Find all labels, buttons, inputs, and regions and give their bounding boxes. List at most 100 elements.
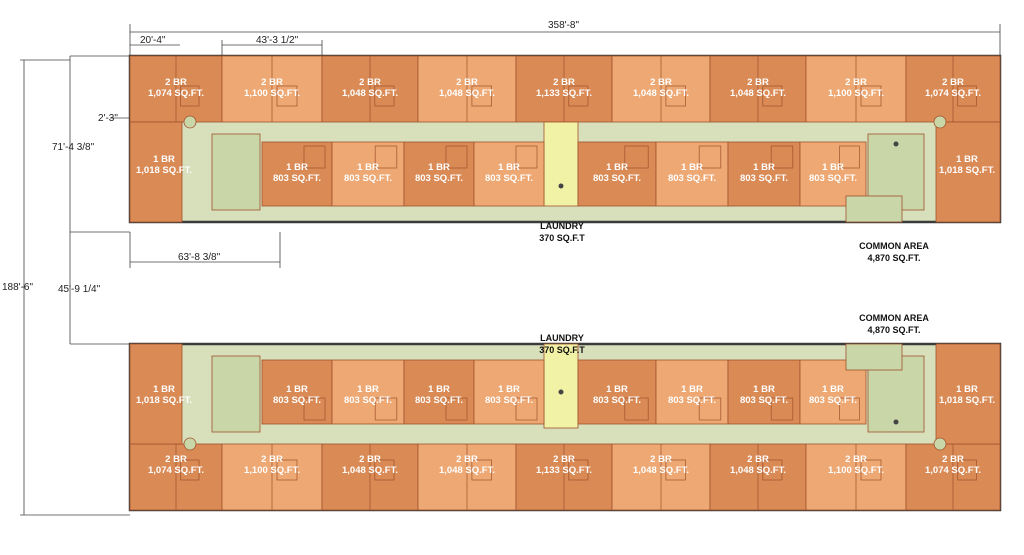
inner-unit-3-area: 803 SQ.FT. [485,395,533,406]
end-unit-left-area: 1,018 SQ.FT. [136,165,192,176]
inner-unit-2-type: 1 BR [428,384,450,395]
end-unit-left-type: 1 BR [153,154,175,165]
outer-unit-6-type: 2 BR [747,77,769,88]
outer-unit-5-area: 1,048 SQ.FT. [633,465,689,476]
inner-unit-6-area: 803 SQ.FT. [740,173,788,184]
outer-unit-3-area: 1,048 SQ.FT. [439,88,495,99]
inner-unit-7-type: 1 BR [822,162,844,173]
outer-unit-2-area: 1,048 SQ.FT. [342,88,398,99]
inner-unit-4-type: 1 BR [606,384,628,395]
outer-unit-0-type: 2 BR [165,454,187,465]
inner-unit-5-type: 1 BR [681,384,703,395]
inner-unit-4-area: 803 SQ.FT. [593,395,641,406]
outer-unit-3-type: 2 BR [456,454,478,465]
outer-unit-6-area: 1,048 SQ.FT. [730,88,786,99]
dim-wing-text: 63'-8 3/8" [178,252,221,263]
bath [276,459,298,481]
unit-1br [655,359,729,425]
bath [445,397,468,421]
outer-unit-5-area: 1,048 SQ.FT. [633,88,689,99]
outer-unit-8-type: 2 BR [942,77,964,88]
unit-1br [473,141,545,207]
bath [303,397,326,421]
stair-core [933,437,947,451]
dim-overall-depth-text: 188'-6" [2,282,33,293]
bath [471,85,492,107]
outer-unit-2-type: 2 BR [359,77,381,88]
outer-unit-1-type: 2 BR [261,454,283,465]
bath [374,459,395,481]
inner-unit-1-type: 1 BR [357,384,379,395]
inner-unit-7-area: 803 SQ.FT. [809,173,857,184]
bath [770,145,794,169]
outer-unit-0-area: 1,074 SQ.FT. [148,88,204,99]
bath [665,85,686,107]
bath [770,397,794,421]
unit-1br-end-left [129,121,183,223]
unit-1br [727,359,801,425]
inner-unit-0-type: 1 BR [286,162,308,173]
unit-1br [261,141,333,207]
bath [180,85,200,107]
inner-unit-6-type: 1 BR [753,162,775,173]
bath [839,145,860,169]
bath [515,397,538,421]
outer-unit-7-area: 1,100 SQ.FT. [828,465,884,476]
outer-unit-8-area: 1,074 SQ.FT. [925,465,981,476]
bath [665,459,686,481]
bath [624,397,649,421]
bath [515,145,538,169]
stair-lobby [845,195,903,223]
laundry-point [558,183,564,189]
inner-unit-3-type: 1 BR [498,162,520,173]
outer-unit-2-type: 2 BR [359,454,381,465]
outer-unit-5-type: 2 BR [650,454,672,465]
bath [957,459,977,481]
inner-unit-5-area: 803 SQ.FT. [668,173,716,184]
outer-unit-0-area: 1,074 SQ.FT. [148,465,204,476]
stair-core [183,115,197,129]
outer-unit-6-area: 1,048 SQ.FT. [730,465,786,476]
bath [568,85,589,107]
inner-unit-2-type: 1 BR [428,162,450,173]
outer-unit-1-area: 1,100 SQ.FT. [244,88,300,99]
laundry-room [543,343,579,429]
outer-unit-2-area: 1,048 SQ.FT. [342,465,398,476]
inner-unit-0-area: 803 SQ.FT. [273,395,321,406]
building-north: 2 BR1,074 SQ.FT.2 BR1,100 SQ.FT.2 BR1,04… [128,54,1002,224]
outer-unit-7-type: 2 BR [845,77,867,88]
dim-courtyard-text: 45'-9 1/4" [58,284,101,295]
common-area-area: 4,870 SQ.FT. [867,325,920,335]
bath [839,397,860,421]
unit-1br [403,359,475,425]
bath [471,459,492,481]
common-area-name: COMMON AREA [859,241,929,251]
laundry-room [543,121,579,207]
inner-unit-7-area: 803 SQ.FT. [809,395,857,406]
bath [762,459,783,481]
common-area-left [211,133,261,211]
outer-unit-1-area: 1,100 SQ.FT. [244,465,300,476]
bath [762,85,783,107]
bath [374,145,398,169]
inner-unit-5-area: 803 SQ.FT. [668,395,716,406]
laundry-point [558,389,564,395]
outer-unit-6-type: 2 BR [747,454,769,465]
outer-unit-7-type: 2 BR [845,454,867,465]
bath [374,397,398,421]
unit-1br-end-left [129,343,183,445]
bath [445,145,468,169]
outer-unit-4-area: 1,133 SQ.FT. [536,465,592,476]
end-unit-right-area: 1,018 SQ.FT. [939,165,995,176]
outer-unit-0-type: 2 BR [165,77,187,88]
bath [624,145,649,169]
inner-unit-3-area: 803 SQ.FT. [485,173,533,184]
bath [276,85,298,107]
inner-unit-1-area: 803 SQ.FT. [344,395,392,406]
outer-unit-3-type: 2 BR [456,77,478,88]
bath [698,397,722,421]
laundry-area: 370 SQ.F.T [539,345,585,355]
end-unit-left-type: 1 BR [153,384,175,395]
